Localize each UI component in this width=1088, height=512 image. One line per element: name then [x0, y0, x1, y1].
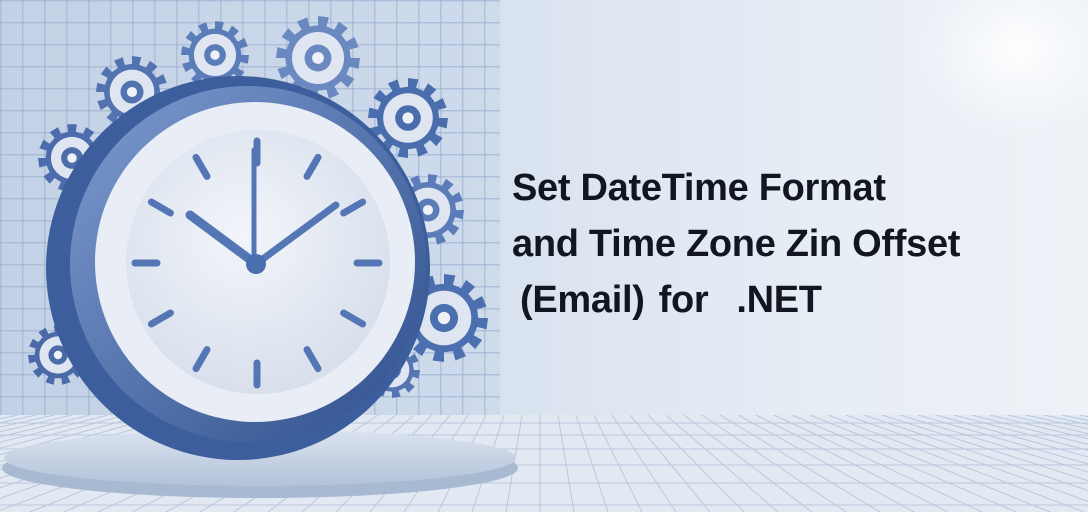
clock-scene	[2, 16, 518, 498]
clock-tick	[192, 346, 211, 373]
headline-line-2: and Time Zone Zin Offset	[512, 223, 961, 265]
headline-email: (Email)	[520, 279, 645, 321]
clock-tick	[303, 346, 322, 373]
clock-tick	[192, 153, 211, 180]
gear-icon	[276, 16, 360, 100]
clock-tick	[147, 198, 174, 217]
clock-center	[246, 254, 266, 274]
clock-ticks	[131, 137, 383, 389]
hour-hand	[185, 210, 261, 269]
clock-tick	[340, 198, 367, 217]
clock-icon	[46, 76, 430, 460]
clock-tick	[147, 309, 174, 328]
headline-dotnet: .NET	[736, 279, 822, 321]
headline-line-3: (Email) for .NET	[512, 272, 1072, 328]
gear-icon	[368, 78, 448, 158]
light-glow	[908, 0, 1088, 140]
clock-tick	[303, 153, 322, 180]
minute-hand	[252, 201, 340, 268]
headline: Set DateTime Format and Time Zone Zin Of…	[512, 160, 1072, 328]
clock-tick	[340, 309, 367, 328]
gear-icon	[181, 21, 249, 89]
headline-for: for	[658, 279, 709, 321]
headline-line-1: Set DateTime Format	[512, 167, 886, 209]
